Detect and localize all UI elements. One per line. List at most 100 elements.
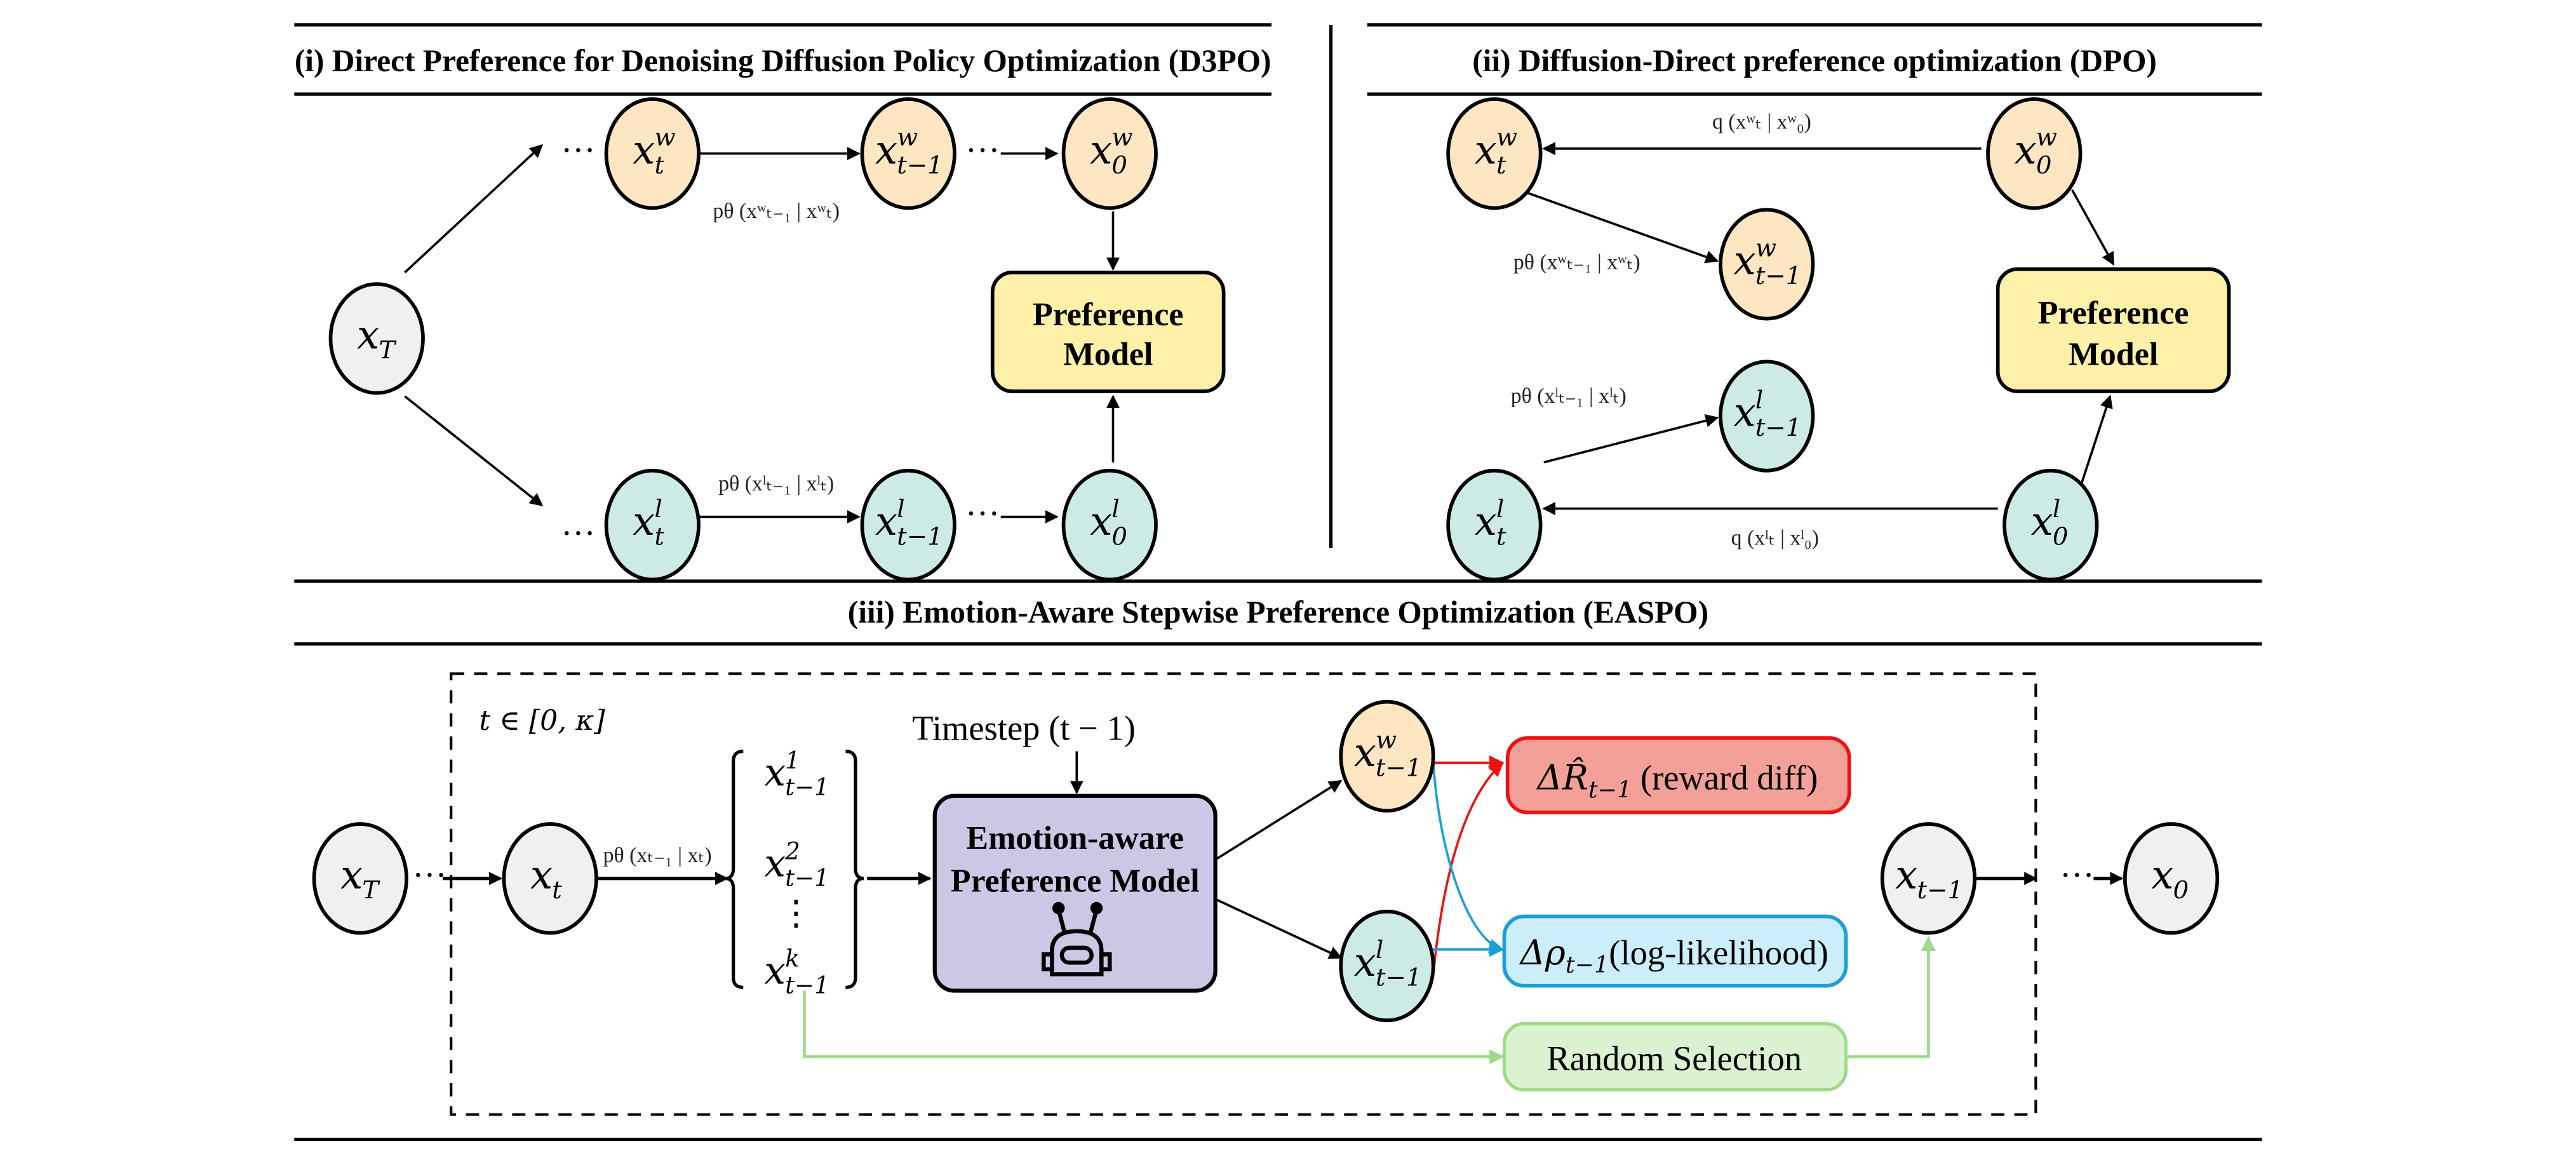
math-subscript: 0 [2173, 876, 2189, 905]
robot-icon [1042, 901, 1112, 976]
node-xt1l-ellipse [1339, 909, 1435, 1023]
math-base: x [1734, 237, 1756, 283]
math-subscript: 0 [1111, 151, 1127, 180]
reward-diff-label: ΔR̂t−1 (reward diff) [1536, 757, 1818, 803]
math-superscript: w [2036, 123, 2057, 152]
math-base: x [1475, 126, 1497, 173]
node-xtw-ellipse [1446, 97, 1543, 210]
node-xt-ellipse [502, 822, 598, 935]
node-xtw-ellipse [604, 97, 701, 210]
math-subscript: 0 [1111, 523, 1127, 551]
timestep-label: Timestep (t − 1) [912, 708, 1136, 747]
math-base: x [633, 498, 655, 544]
reward-diff-box [1505, 736, 1851, 814]
math-superscript: l [1376, 936, 1383, 964]
math-base: x [633, 126, 655, 173]
timestep-range: t ∈ [0, κ] [479, 705, 605, 737]
math-base: x [1090, 498, 1112, 544]
transition-label-loser: pθ (xˡₜ₋₁ | xˡₜ) [718, 472, 834, 496]
preference-model-box-2 [1996, 267, 2231, 393]
node-xt1l-ellipse [860, 468, 956, 582]
preference-model-label: Preference [1033, 297, 1184, 333]
node-xtl-ellipse [604, 468, 701, 582]
node-xt1l-ellipse [1719, 360, 1815, 473]
log-likelihood-label: Δρt−1(log-likelihood) [1519, 932, 1828, 978]
math-subscript: t−1 [897, 151, 943, 180]
edge-random-to-xt1 [1846, 936, 1936, 1058]
edge-xT-to-loser [404, 395, 544, 506]
node-x0w-ellipse [1061, 97, 1158, 210]
node-xt1-ellipse [1880, 822, 1977, 935]
node-xt1w-ellipse [1339, 699, 1435, 813]
loglik-delta: Δρ [1519, 932, 1566, 973]
math-superscript: 2 [784, 838, 800, 865]
math-superscript: w [1111, 123, 1132, 152]
node-xT-ellipse [312, 822, 408, 935]
edge-xtw-to-xt1w [1519, 189, 1719, 264]
math-subscript: t−1 [1755, 414, 1802, 442]
node-x0l-ellipse [2002, 468, 2099, 582]
emotion-model-label: Emotion-aware [966, 820, 1184, 856]
math-superscript: w [1376, 726, 1397, 755]
math-base: x [1354, 939, 1376, 985]
math-subscript: t [654, 523, 664, 551]
math-subscript: t [654, 151, 664, 180]
ellipsis: ··· [965, 494, 1000, 533]
math-base: x [1734, 389, 1756, 436]
edge-x0l-to-preference [2079, 395, 2113, 488]
vdots: ⋮ [779, 894, 814, 933]
math-base: x [530, 851, 553, 898]
math-base: x [1354, 729, 1376, 776]
math-subscript: T [379, 336, 397, 365]
ellipsis: ··· [561, 514, 596, 553]
math-subscript: t−1 [1755, 262, 1802, 290]
math-subscript: t−1 [785, 971, 829, 999]
ellipsis: ··· [412, 856, 447, 894]
loglik-text: (log-likelihood) [1609, 933, 1828, 972]
preference-model-label: Model [2069, 336, 2158, 372]
forward-label-winner: q (xʷₜ | xʷ₀) [1712, 111, 1811, 134]
math-superscript: k [785, 945, 799, 973]
emotion-preference-model-box [932, 793, 1218, 993]
math-superscript: l [897, 495, 904, 523]
panel1-title: (i) Direct Preference for Denoising Diff… [295, 43, 1271, 78]
math-base: x [357, 311, 379, 358]
math-base: x [2031, 498, 2053, 544]
edge-xT-to-winner [404, 144, 544, 274]
edge-loser-to-reward [1432, 762, 1504, 975]
transition-label-winner: pθ (xʷₜ₋₁ | xʷₜ) [1513, 251, 1640, 274]
forward-label-loser: q (xˡₜ | xˡ₀) [1731, 527, 1819, 550]
math-superscript: 1 [785, 747, 800, 774]
math-superscript: w [1755, 234, 1776, 262]
random-selection-box [1502, 1022, 1848, 1092]
preference-model-box-1 [990, 271, 1226, 393]
transition-label-loser: pθ (xˡₜ₋₁ | xˡₜ) [1511, 384, 1627, 408]
math-base: x [340, 851, 363, 898]
math-subscript: t [552, 876, 562, 905]
left-brace [725, 750, 744, 989]
transition-label-winner: pθ (xʷₜ₋₁ | xʷₜ) [713, 199, 840, 223]
